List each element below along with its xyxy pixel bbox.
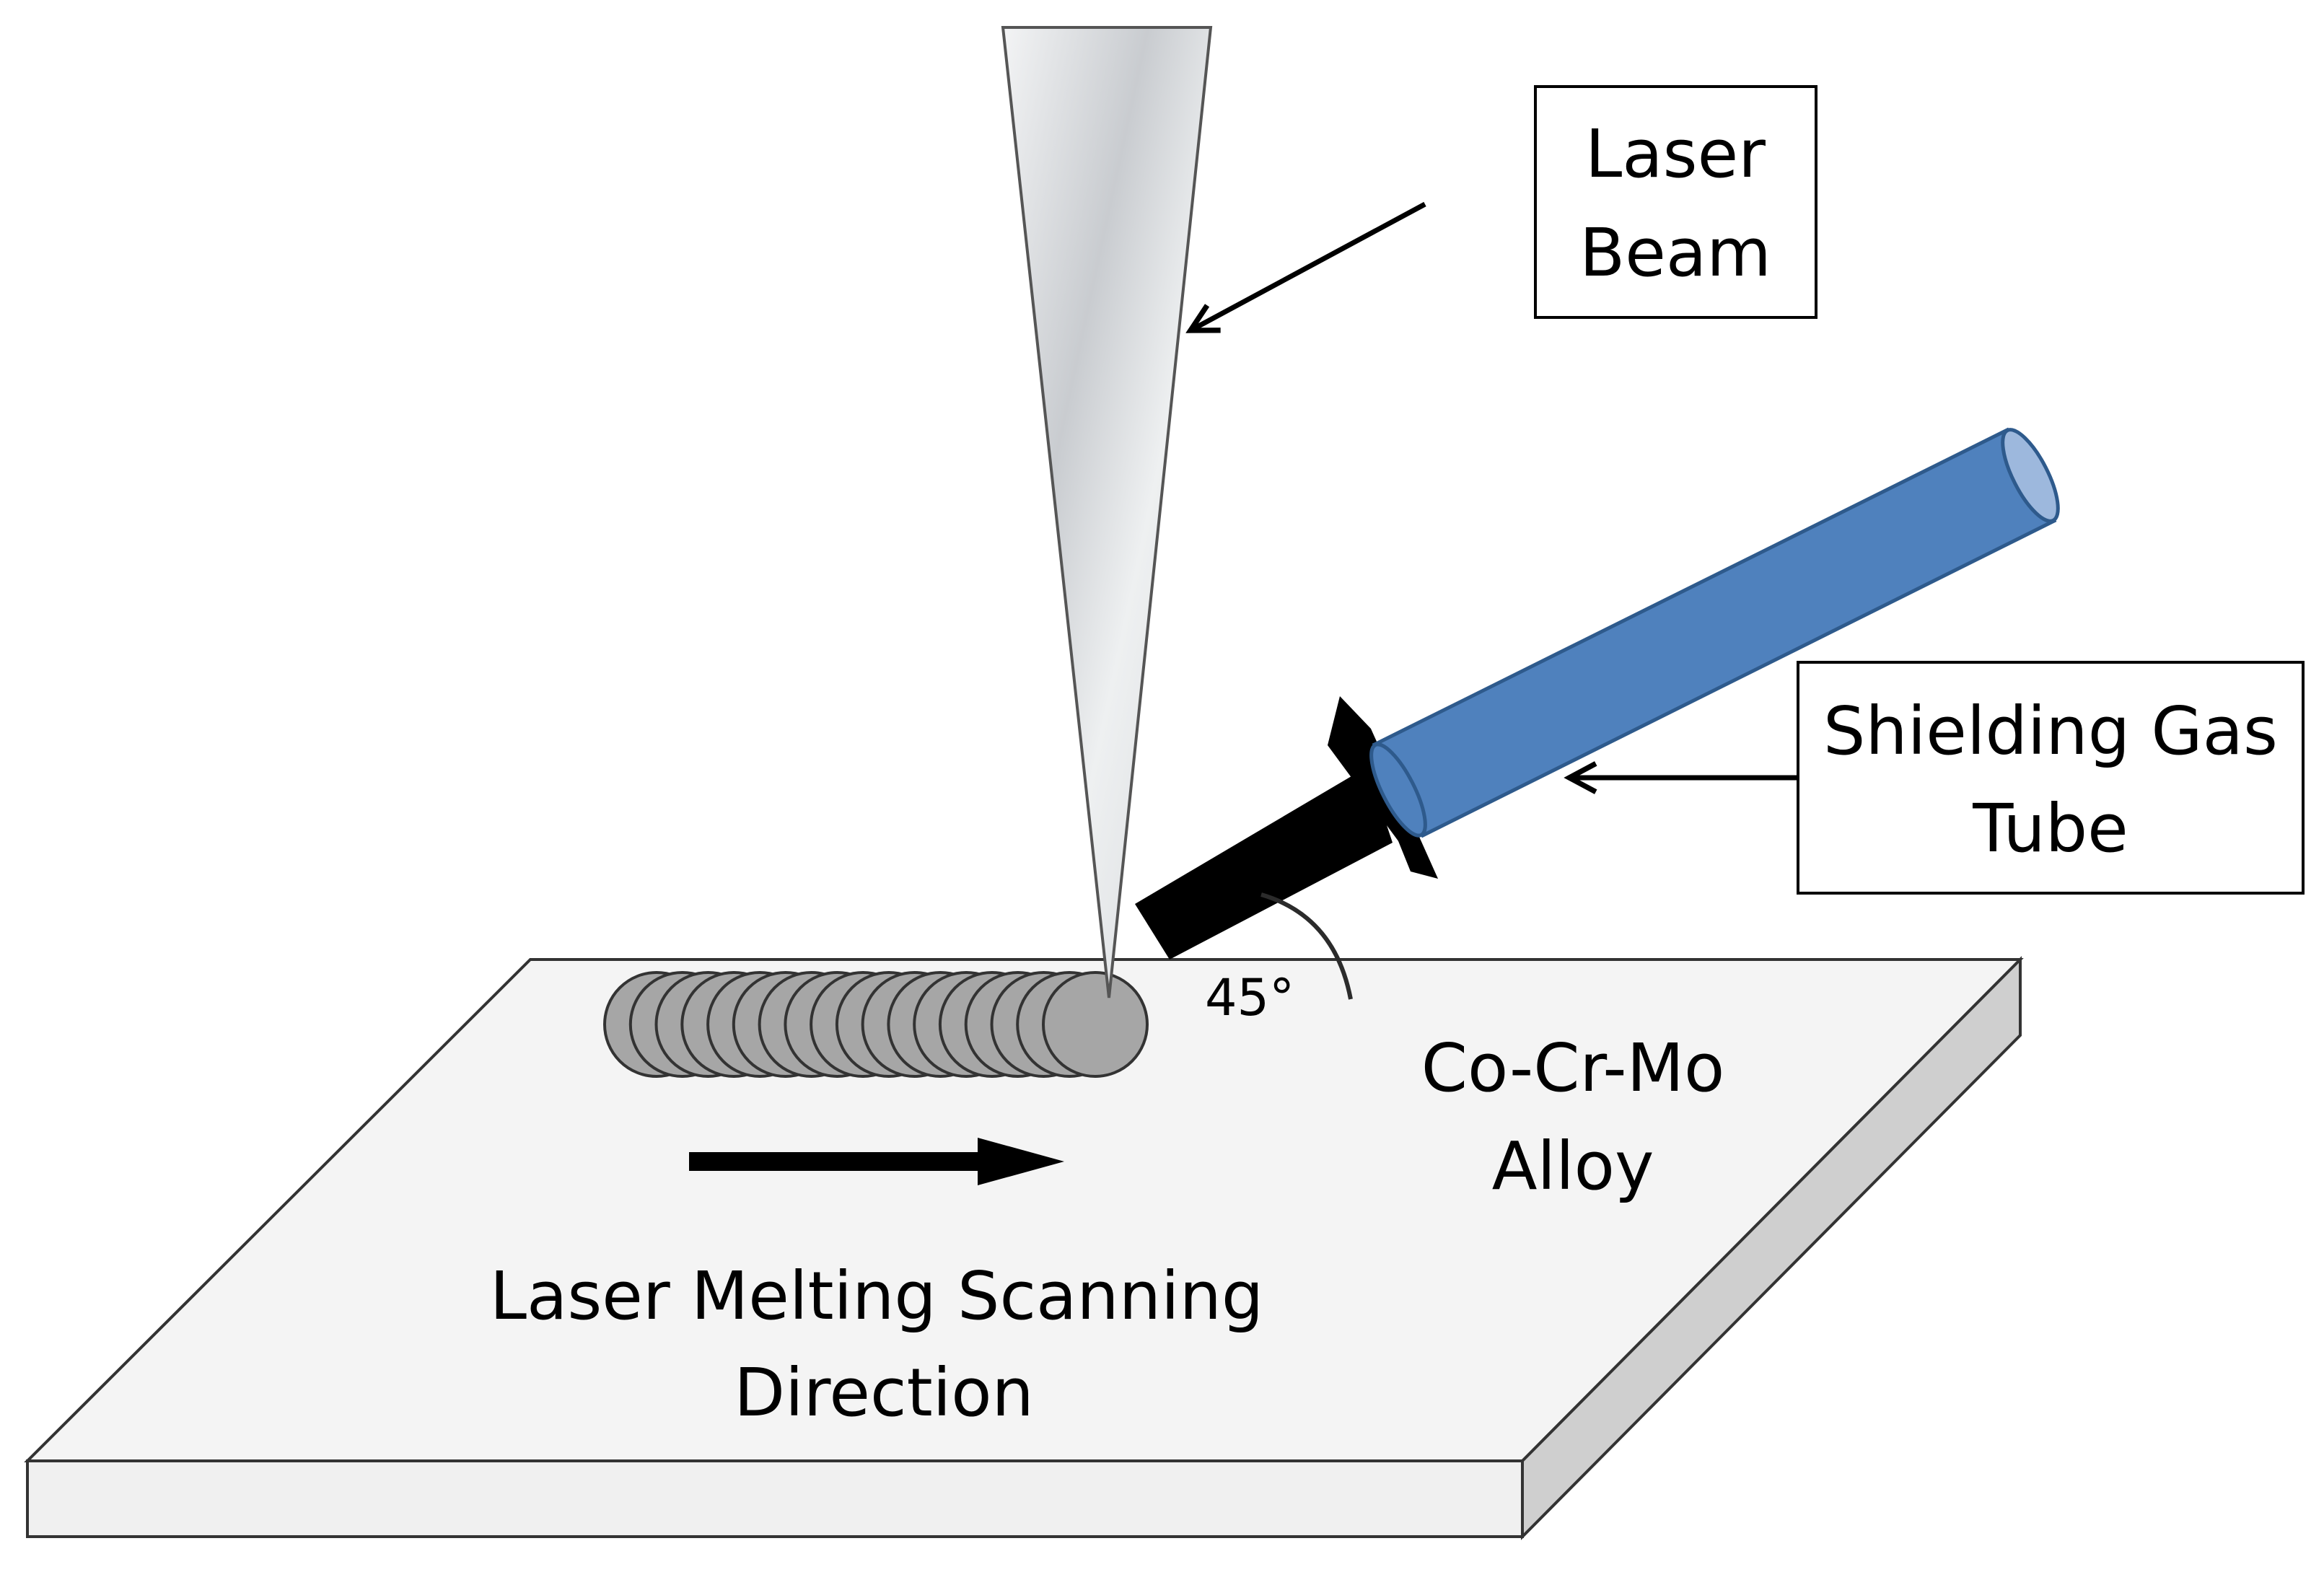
plate-side-face	[1521, 956, 2022, 1540]
alloy-label-line1: Co-Cr-Mo	[1421, 1029, 1724, 1107]
laser-beam-label-box	[1534, 85, 1817, 319]
shielding-gas-label-line2: Tube	[1972, 790, 2128, 867]
melt-track	[603, 971, 1149, 1078]
tube-left-end	[1369, 742, 1427, 838]
laser-beam-label-line1: Laser	[1585, 115, 1766, 193]
scan-direction-arrow	[689, 1138, 1064, 1185]
shielding-gas-label-line1: Shielding Gas	[1823, 693, 2278, 770]
laser-beam-callout: Laser Beam	[1190, 85, 1817, 330]
tube-opening	[2001, 428, 2060, 523]
shielding-gas-callout: Shielding Gas Tube	[1569, 661, 2305, 895]
laser-beam-pointer	[1190, 201, 1426, 330]
shielding-gas-tube	[1369, 427, 2060, 838]
scan-direction-label-line1: Laser Melting Scanning	[490, 1257, 1264, 1335]
laser-beam-label-line2: Beam	[1579, 214, 1771, 291]
melt-pool	[1042, 971, 1149, 1078]
angle-label: 45°	[1205, 968, 1294, 1027]
alloy-label-line2: Alloy	[1492, 1128, 1654, 1205]
laser-beam-cone	[1001, 26, 1213, 998]
nozzle-body	[1135, 767, 1393, 960]
arrow-head	[978, 1138, 1064, 1185]
alloy-plate	[24, 956, 2024, 1540]
shielding-gas-label-box	[1797, 661, 2305, 895]
arrow-shaft	[689, 1152, 985, 1171]
angle-arc	[1260, 892, 1353, 1000]
plate-front-face	[26, 1459, 1524, 1538]
scan-direction-label-line2: Direction	[734, 1354, 1034, 1431]
